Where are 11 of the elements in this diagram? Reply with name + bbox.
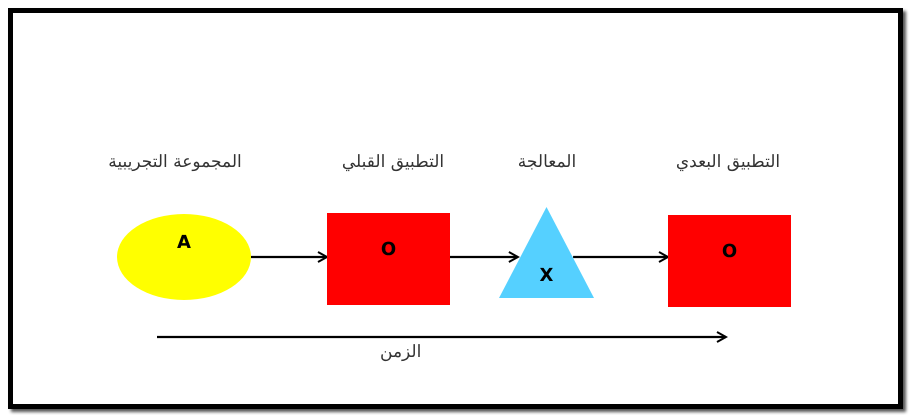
square-shape: O <box>668 215 791 307</box>
axis-label: الزمن <box>380 342 422 362</box>
shape-heading: التطبيق البعدي <box>674 152 782 172</box>
shape-heading: المعالجة <box>516 152 578 172</box>
shape-heading: المجموعة التجريبية <box>107 152 243 172</box>
arrow <box>573 251 669 263</box>
square-shape: O <box>327 213 450 305</box>
arrow <box>450 251 519 263</box>
shape-letter: X <box>538 264 554 286</box>
arrow <box>251 251 328 263</box>
shape-heading: التطبيق القبلي <box>340 152 446 172</box>
